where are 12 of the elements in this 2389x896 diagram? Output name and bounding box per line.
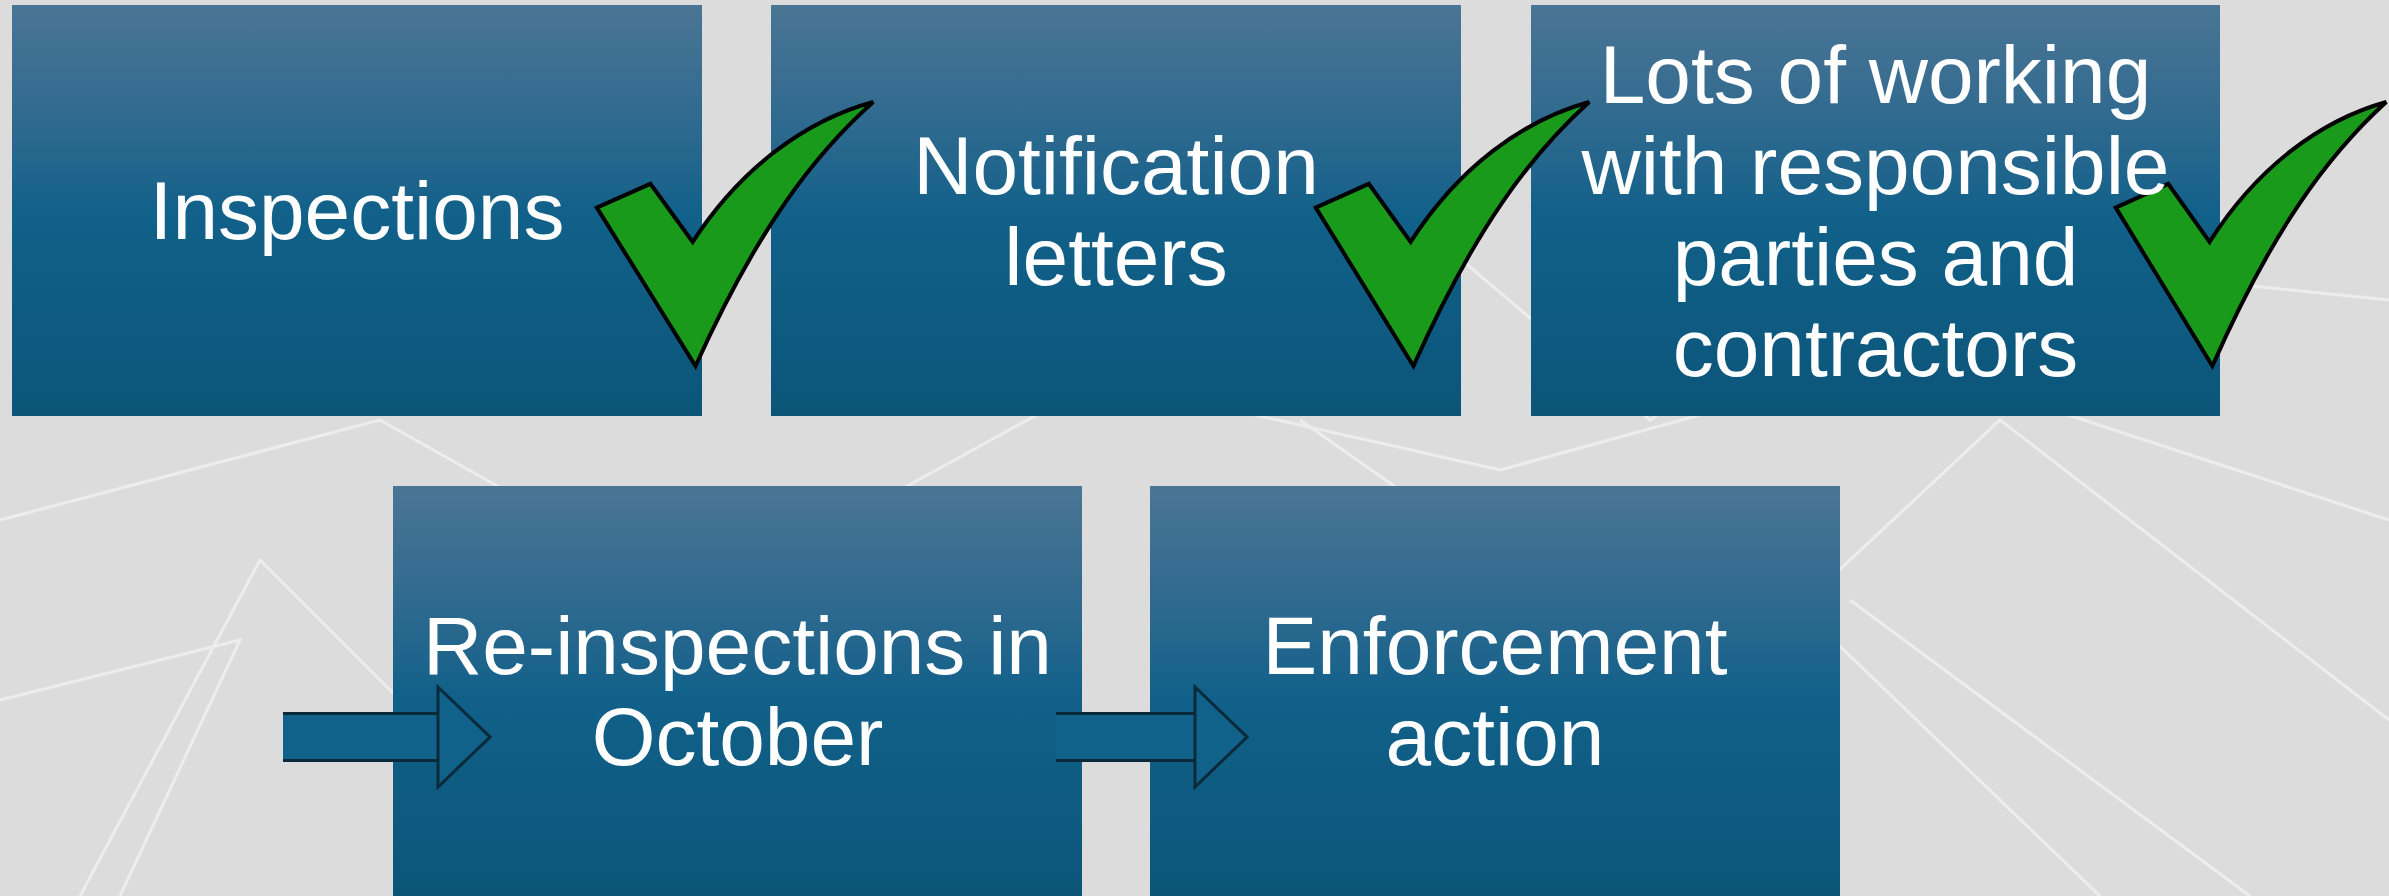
- process-box: [1150, 486, 1840, 896]
- box-label: Enforcement action: [1261, 600, 1729, 782]
- box-label: Inspections: [149, 165, 565, 256]
- block-arrow: [1056, 685, 1249, 789]
- block-arrow: [283, 685, 492, 789]
- box-label: Notification letters: [912, 119, 1320, 302]
- box-label: Re-inspections in October: [423, 600, 1052, 782]
- process-box: [393, 486, 1082, 896]
- box-label: Lots of working with responsible parties and contractors: [1580, 28, 2171, 393]
- process-box: [12, 5, 702, 416]
- process-box: [771, 5, 1461, 416]
- process-box: [1531, 5, 2220, 416]
